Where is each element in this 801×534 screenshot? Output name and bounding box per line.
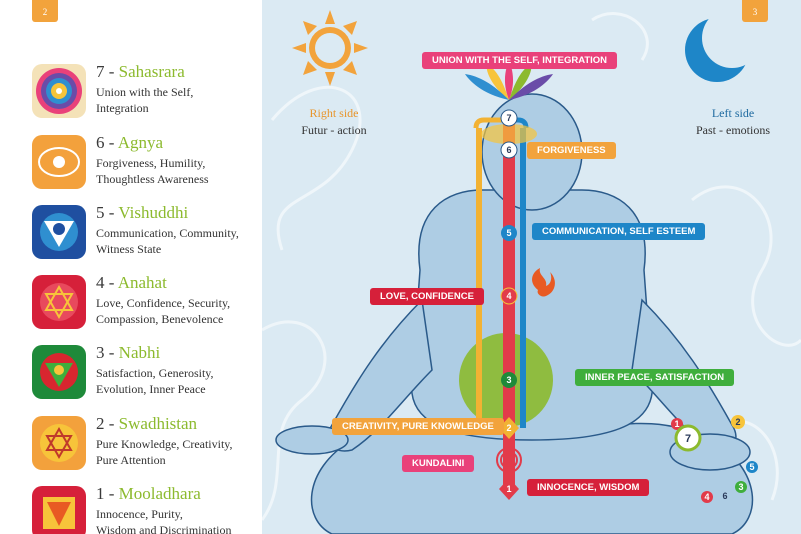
right-side-label: Right side Futur - action xyxy=(301,106,367,137)
banner-union: UNION WITH THE SELF, INTEGRATION xyxy=(422,52,618,69)
chakra-description: Pure Knowledge, Creativity,Pure Attentio… xyxy=(96,437,233,467)
swadhistan-icon xyxy=(32,416,86,470)
page-number-right: 3 xyxy=(742,0,768,22)
chakra-description: Innocence, Purity,Wisdom and Discriminat… xyxy=(96,507,232,534)
left-channel xyxy=(520,128,526,428)
diagram-number-5: 5 xyxy=(506,228,511,238)
nabhi-icon xyxy=(32,345,86,399)
chakra-title: 5 - Vishuddhi xyxy=(96,203,189,222)
finger-number: 4 xyxy=(704,492,709,502)
page-number-left: 2 xyxy=(32,0,58,22)
chakra-row-swadhistan: 2 - Swadhistan Pure Knowledge, Creativit… xyxy=(32,414,260,474)
chakra-title: 6 - Agnya xyxy=(96,133,164,152)
diagram-number-6: 6 xyxy=(506,145,511,155)
crescent-moon-icon xyxy=(685,8,762,82)
chakra-title: 3 - Nabhi xyxy=(96,343,161,362)
spiral-icon xyxy=(496,447,522,473)
chakra-title: 7 - Sahasrara xyxy=(96,62,185,81)
banner-inner-peace: INNER PEACE, SATISFACTION xyxy=(575,369,735,386)
chakra-description: Love, Confidence, Security,Compassion, B… xyxy=(96,296,231,326)
chakra-row-sahasrara: 7 - Sahasrara Union with the Self,Integr… xyxy=(32,62,260,122)
banner-kundalini: KUNDALINI xyxy=(402,455,475,472)
finger-number: 3 xyxy=(738,482,743,492)
chakra-description: Union with the Self,Integration xyxy=(96,85,194,115)
chakra-row-nabhi: 3 - Nabhi Satisfaction, Generosity,Evolu… xyxy=(32,343,260,403)
chakra-row-anahat: 4 - Anahat Love, Confidence, Security,Co… xyxy=(32,273,260,333)
chakra-row-mooladhara: 1 - Mooladhara Innocence, Purity,Wisdom … xyxy=(32,484,260,534)
finger-number: 6 xyxy=(722,491,727,501)
diagram-number-1: 1 xyxy=(506,484,511,494)
right-hand xyxy=(275,425,349,455)
chakra-description: Forgiveness, Humility,Thoughtless Awaren… xyxy=(96,156,209,186)
lotus-icon xyxy=(465,60,553,100)
banner-forgiveness: FORGIVENESS xyxy=(527,142,616,159)
sahasrara-icon xyxy=(32,64,86,118)
chakra-title: 1 - Mooladhara xyxy=(96,484,201,503)
meditating-body xyxy=(310,93,754,534)
finger-number: 2 xyxy=(735,417,740,427)
anahat-icon xyxy=(32,275,86,329)
chakra-description: Satisfaction, Generosity,Evolution, Inne… xyxy=(96,366,214,396)
right-channel xyxy=(476,128,482,428)
subtle-system-diagram: 7 6 5 4 3 2 1 1 2 7 3 5 4 xyxy=(262,0,801,534)
banner-communication: COMMUNICATION, SELF ESTEEM xyxy=(532,223,706,240)
sun-icon xyxy=(292,10,368,86)
agnya-glow xyxy=(481,124,537,144)
mooladhara-icon xyxy=(32,486,86,534)
vishuddhi-icon xyxy=(32,205,86,259)
flame-icon xyxy=(532,268,555,297)
banner-creativity: CREATIVITY, PURE KNOWLEDGE xyxy=(332,418,504,435)
diagram-number-7: 7 xyxy=(506,113,511,123)
decorative-swirls xyxy=(262,12,801,521)
chakra-description: Communication, Community,Witness State xyxy=(96,226,239,256)
diagram-number-4: 4 xyxy=(506,291,511,301)
agnya-icon xyxy=(32,135,86,189)
banner-love: LOVE, CONFIDENCE xyxy=(370,288,484,305)
chakra-row-vishuddhi: 5 - Vishuddhi Communication, Community,W… xyxy=(32,203,260,263)
diagram-number-3: 3 xyxy=(506,375,511,385)
finger-chakra-markers: 1 2 7 3 5 4 6 xyxy=(671,415,758,503)
left-side-label: Left side Past - emotions xyxy=(696,106,770,137)
finger-number: 7 xyxy=(685,433,691,445)
central-channel xyxy=(503,122,515,492)
finger-number: 5 xyxy=(749,462,754,472)
chakra-list-panel: 2 7 - Sahasrara Union with the Self,Inte… xyxy=(0,0,262,534)
finger-number: 1 xyxy=(674,419,679,429)
chakra-markers xyxy=(499,109,519,500)
chakra-title: 2 - Swadhistan xyxy=(96,414,198,433)
banner-innocence: INNOCENCE, WISDOM xyxy=(527,479,650,496)
chakra-title: 4 - Anahat xyxy=(96,273,167,292)
diagram-number-2: 2 xyxy=(506,423,511,433)
chakra-row-agnya: 6 - Agnya Forgiveness, Humility,Thoughtl… xyxy=(32,133,260,193)
